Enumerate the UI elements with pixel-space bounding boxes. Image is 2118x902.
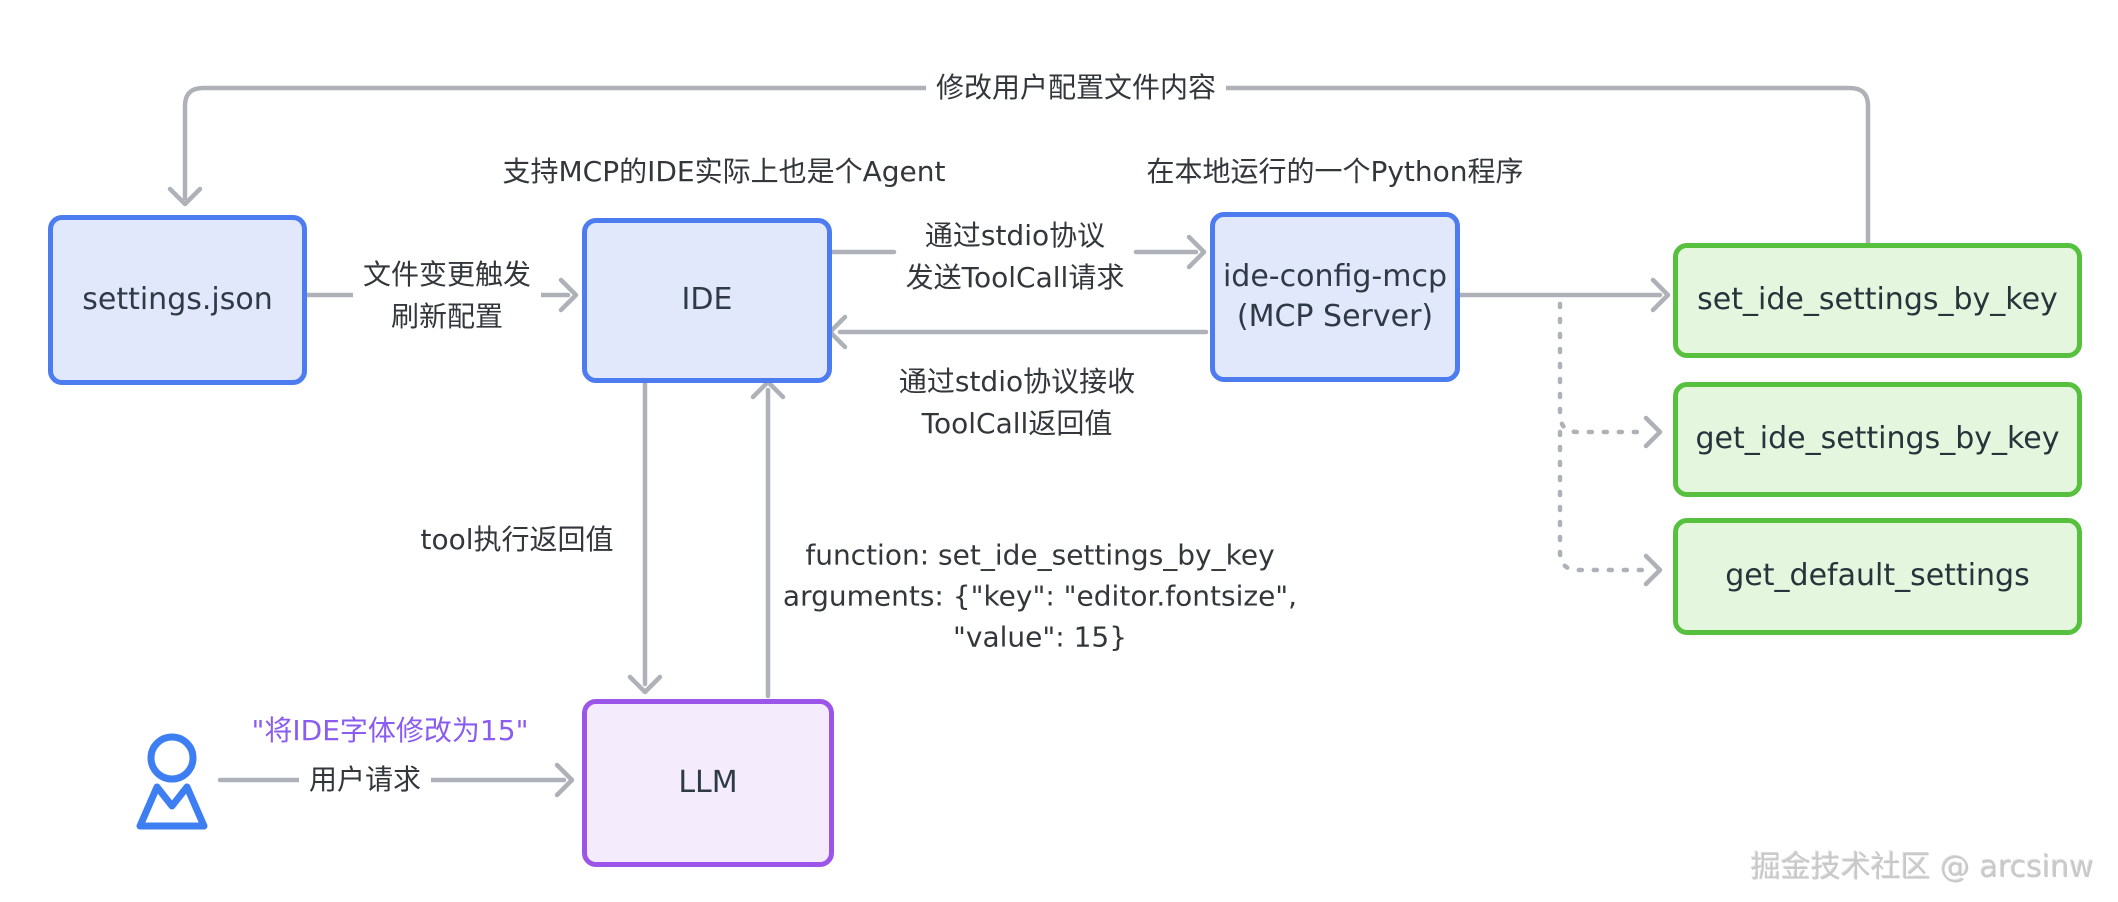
- tool-get-ide-settings-node: get_ide_settings_by_key: [1673, 382, 2082, 497]
- settings-json-label: settings.json: [82, 281, 273, 317]
- stdio-send-label-line2: 发送ToolCall请求: [905, 261, 1125, 294]
- stdio-send-label: 通过stdio协议 发送ToolCall请求: [896, 213, 1135, 301]
- arrowhead-right-default: [1643, 553, 1663, 587]
- stdio-recv-label-line2: ToolCall返回值: [921, 407, 1113, 440]
- tool-get-default-settings-label: get_default_settings: [1725, 558, 2030, 594]
- arrowhead-down-llm: [627, 674, 663, 695]
- user-request-label: 用户请求: [298, 757, 432, 803]
- file-change-label: 文件变更触发 刷新配置: [352, 252, 542, 340]
- tool-set-ide-settings-node: set_ide_settings_by_key: [1673, 243, 2082, 358]
- user-quote-label: "将IDE字体修改为15": [251, 714, 529, 747]
- arrowhead-right-llm: [554, 762, 575, 798]
- function-call-label: function: set_ide_settings_by_key argume…: [773, 533, 1307, 660]
- mcp-note-label: 在本地运行的一个Python程序: [1146, 155, 1524, 188]
- arrowhead-right-ide: [558, 277, 579, 313]
- tool-return-label: tool执行返回值: [420, 523, 614, 556]
- user-person-icon: [136, 733, 208, 830]
- settings-json-node: settings.json: [48, 215, 307, 385]
- ide-node: IDE: [582, 218, 832, 383]
- arrowhead-down-settings: [167, 186, 203, 207]
- function-call-label-line2: arguments: {"key": "editor.fontsize",: [782, 579, 1298, 613]
- watermark: 掘金技术社区 @ arcsinw: [1750, 850, 2094, 885]
- tool-get-ide-settings-label: get_ide_settings_by_key: [1695, 421, 2060, 457]
- mcp-server-label-line2: (MCP Server): [1236, 299, 1434, 334]
- file-change-label-line1: 文件变更触发: [362, 258, 532, 291]
- mcp-to-getter-dotted: [1557, 301, 1651, 435]
- stdio-recv-label-line1: 通过stdio协议接收: [898, 365, 1136, 398]
- ide-note-label: 支持MCP的IDE实际上也是个Agent: [502, 155, 946, 188]
- arrowhead-right-getter: [1643, 415, 1663, 449]
- tool-set-ide-settings-label: set_ide_settings_by_key: [1697, 282, 2058, 318]
- arrowhead-right-setter: [1650, 277, 1671, 313]
- stdio-recv-label: 通过stdio协议接收 ToolCall返回值: [889, 359, 1145, 447]
- mcp-server-label-line1: ide-config-mcp: [1222, 258, 1448, 294]
- mcp-to-default-dotted: [1557, 429, 1651, 573]
- function-call-label-line1: function: set_ide_settings_by_key: [805, 538, 1275, 572]
- tool-get-default-settings-node: get_default_settings: [1673, 518, 2082, 635]
- function-call-label-line3: "value": 15}: [952, 620, 1128, 654]
- stdio-send-label-line1: 通过stdio协议: [924, 219, 1106, 252]
- llm-node: LLM: [582, 699, 834, 867]
- feedback-label: 修改用户配置文件内容: [925, 65, 1227, 111]
- ide-label: IDE: [681, 282, 733, 318]
- mcp-server-node: ide-config-mcp (MCP Server): [1210, 212, 1460, 382]
- arrowhead-right-mcp: [1186, 234, 1207, 270]
- llm-label: LLM: [678, 764, 738, 800]
- file-change-label-line2: 刷新配置: [390, 300, 504, 333]
